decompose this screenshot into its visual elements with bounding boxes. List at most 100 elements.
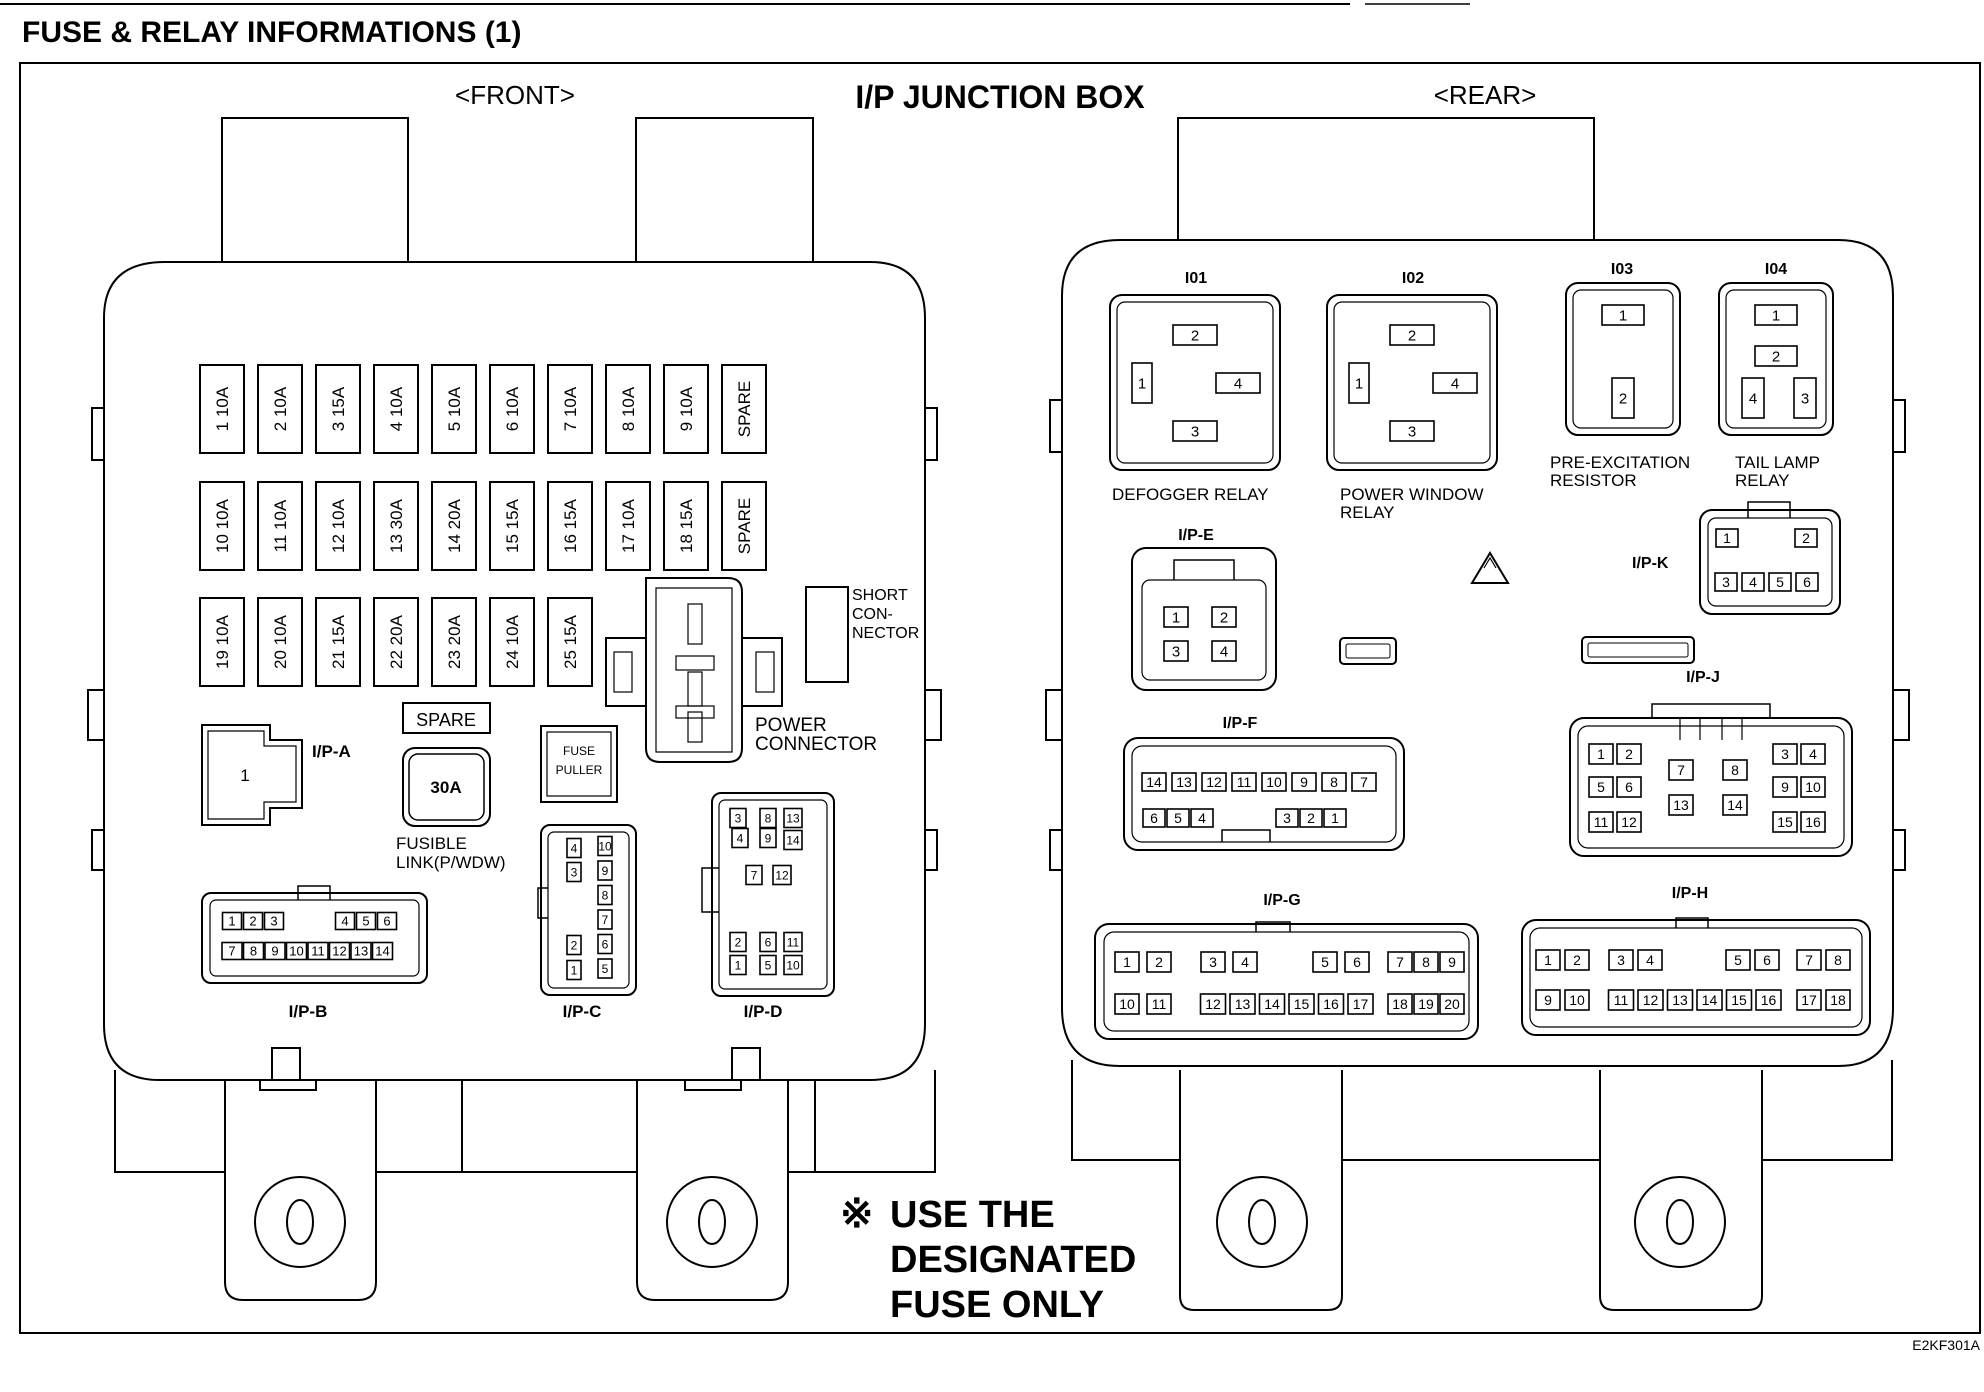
ipd-inner xyxy=(718,799,828,990)
short-connector-label-2: CON- xyxy=(852,606,893,623)
ipj-pin-10 xyxy=(1800,776,1826,798)
fuse-slot[interactable] xyxy=(547,364,593,454)
ipf-latch xyxy=(1221,829,1271,842)
fuse-slot[interactable] xyxy=(605,364,651,454)
ipg-pin-8-label: 8 xyxy=(1422,954,1430,970)
ipk-pin-3 xyxy=(1714,572,1738,592)
fuse-puller-inner xyxy=(546,731,612,797)
relay-pin-2 xyxy=(1389,324,1435,346)
ipg-pin-2-label: 2 xyxy=(1155,954,1163,970)
iph-pin-13-label: 13 xyxy=(1672,992,1688,1008)
fuse-slot[interactable] xyxy=(431,597,477,687)
fuse-slot[interactable] xyxy=(315,597,361,687)
ipj-pin-14-label: 14 xyxy=(1727,797,1743,813)
fuse-slot[interactable] xyxy=(547,597,593,687)
fuse-slot[interactable] xyxy=(489,481,535,571)
ipj-label: I/P-J xyxy=(1686,669,1720,686)
ipg-pin-13-label: 13 xyxy=(1235,996,1251,1012)
ipb-inner xyxy=(209,899,420,977)
ipj-pin-3-label: 3 xyxy=(1781,746,1789,762)
fuse-slot[interactable] xyxy=(431,481,477,571)
fuse-slot[interactable] xyxy=(257,481,303,571)
ipc-pin-5 xyxy=(597,958,613,979)
fuse-slot[interactable] xyxy=(315,481,361,571)
ipd-pin-4 xyxy=(731,827,749,849)
iph-pin-18-label: 18 xyxy=(1830,992,1846,1008)
ipd-pin-7 xyxy=(745,864,763,886)
fuse-slot[interactable] xyxy=(373,364,419,454)
fuse-slot[interactable] xyxy=(489,597,535,687)
relay-caption: TAIL LAMP xyxy=(1735,453,1820,472)
ipb-pin-2-label: 2 xyxy=(249,914,256,929)
ipc-pin-1-label: 1 xyxy=(571,963,578,977)
relay-pin-3 xyxy=(1793,377,1817,419)
iph-pin-7-label: 7 xyxy=(1805,952,1813,968)
ipd-pin-2 xyxy=(729,931,747,953)
fuse-slot[interactable] xyxy=(199,364,245,454)
fuse-slot[interactable] xyxy=(373,597,419,687)
iph-pin-6 xyxy=(1754,949,1780,971)
ipd-connector xyxy=(711,792,835,997)
ipk-latch xyxy=(1747,501,1791,518)
relay-pin-2-label: 2 xyxy=(1408,327,1416,344)
ipg-pin-10-label: 10 xyxy=(1119,996,1135,1012)
ipf-pin-9 xyxy=(1291,772,1317,792)
iph-connector xyxy=(1521,919,1871,1036)
fuse-slot[interactable] xyxy=(605,481,651,571)
fuse-slot[interactable] xyxy=(547,481,593,571)
fuse-label: 3 15A xyxy=(329,386,348,431)
ipj-pin-15-label: 15 xyxy=(1777,814,1793,830)
power-connector-label-2: CONNECTOR xyxy=(755,734,877,755)
ipk-pin-2 xyxy=(1794,528,1818,548)
iph-pin-12 xyxy=(1637,989,1664,1011)
power-connector xyxy=(605,577,783,763)
ipg-pin-12-label: 12 xyxy=(1205,996,1221,1012)
fuse-slot[interactable] xyxy=(257,364,303,454)
ipb-pin-13-label: 13 xyxy=(354,944,368,959)
note-mark: ※ xyxy=(840,1192,874,1236)
fuse-slot[interactable] xyxy=(489,364,535,454)
fuse-slot[interactable] xyxy=(199,481,245,571)
fuse-slot[interactable] xyxy=(373,481,419,571)
ipb-pin-12 xyxy=(328,941,351,961)
relay-pin-1-label: 1 xyxy=(1138,375,1146,392)
fuse-label: 6 10A xyxy=(503,386,522,431)
short-connector-label-1: SHORT xyxy=(852,587,908,604)
note-line-3: FUSE ONLY xyxy=(890,1284,1104,1326)
ipd-pin-6 xyxy=(759,931,777,953)
iph-pin-17 xyxy=(1796,989,1822,1011)
fuse-label: 17 10A xyxy=(619,498,638,553)
fuse-slot[interactable] xyxy=(663,364,709,454)
recycle-icon xyxy=(1470,551,1510,584)
ipk-connector xyxy=(1699,509,1841,615)
fuse-puller[interactable] xyxy=(540,725,618,803)
ipc-pin-1 xyxy=(566,959,582,981)
fuse-slot[interactable] xyxy=(721,364,767,454)
ipf-pin-3 xyxy=(1275,808,1299,828)
fuse-label: 22 20A xyxy=(387,614,406,669)
short-connector-label-3: NECTOR xyxy=(852,625,919,642)
slot-wide-inner xyxy=(1587,642,1689,658)
front-box xyxy=(87,117,942,1301)
relay-pin-1 xyxy=(1601,304,1645,326)
ipc-pin-4 xyxy=(566,837,582,859)
ipe-pin-2 xyxy=(1211,606,1237,628)
slot-wide xyxy=(1581,636,1695,664)
fuse-label: 1 10A xyxy=(213,386,232,431)
ipj-pin-16 xyxy=(1800,811,1826,833)
fuse-slot[interactable] xyxy=(431,364,477,454)
fuse-slot[interactable] xyxy=(721,481,767,571)
fuse-slot[interactable] xyxy=(315,364,361,454)
iph-pin-14 xyxy=(1696,989,1723,1011)
relay-caption: DEFOGGER RELAY xyxy=(1112,485,1269,504)
ipf-pin-4-label: 4 xyxy=(1198,810,1206,826)
fuse-slot[interactable] xyxy=(257,597,303,687)
ipe-label: I/P-E xyxy=(1178,527,1214,544)
ipg-pin-3-label: 3 xyxy=(1209,954,1217,970)
fuse-slot[interactable] xyxy=(199,597,245,687)
box-title: I/P JUNCTION BOX xyxy=(855,79,1145,115)
fuse-slot[interactable] xyxy=(663,481,709,571)
